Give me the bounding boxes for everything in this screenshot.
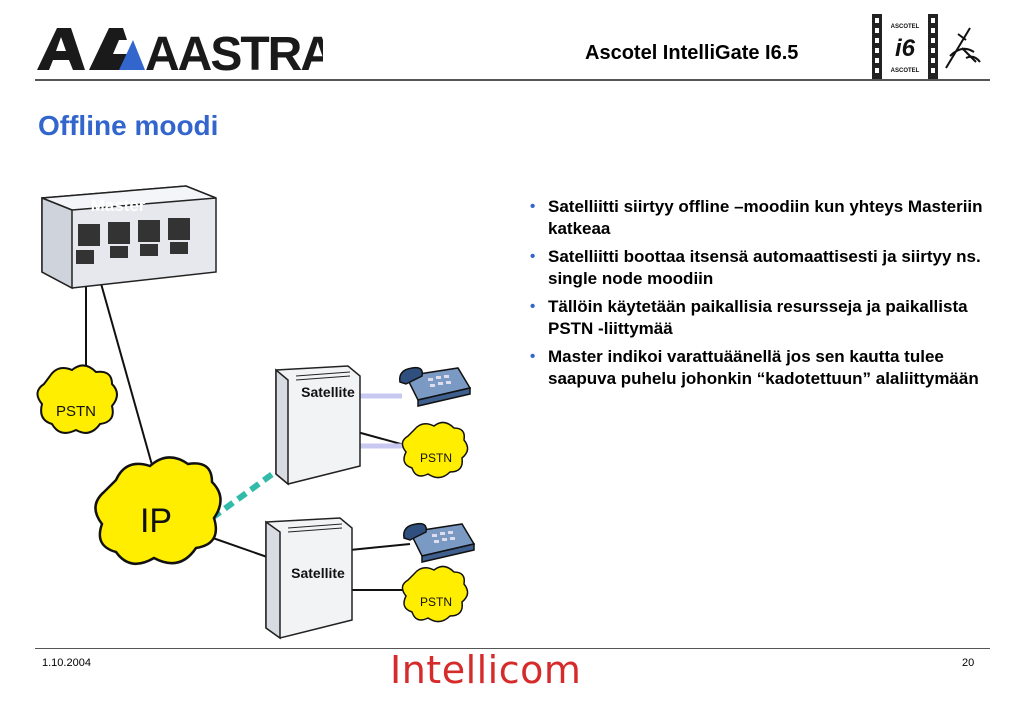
bullet-item: • Satelliitti boottaa itsensä automaattis…	[524, 246, 994, 290]
pstn-left-label: PSTN	[56, 403, 96, 420]
product-title: Ascotel IntelliGate I6.5	[585, 42, 799, 64]
ip-cloud: IP	[94, 456, 222, 565]
network-diagram: Master PSTN IP Satellite Satellite	[36, 185, 476, 640]
satellite-bottom-unit: Satellite	[265, 517, 353, 640]
bullet-item: • Satelliitti siirtyy offline –moodiin ku…	[524, 196, 994, 240]
i6-badge-icon: ASCOTEL i6 ASCOTEL	[872, 14, 938, 80]
satellite-top-label: Satellite	[301, 384, 355, 400]
bullet-list: • Satelliitti siirtyy offline –moodiin ku…	[524, 196, 994, 396]
bullet-dot-icon: •	[530, 348, 536, 365]
bullet-dot-icon: •	[530, 298, 536, 315]
connection-lines	[85, 279, 431, 591]
intellicom-logo: Intellicom	[390, 648, 582, 692]
pstn-cloud-left: PSTN	[36, 364, 118, 434]
phone-icon-top	[399, 366, 472, 407]
satellite-dish-icon	[945, 27, 981, 69]
satellite-bottom-label: Satellite	[291, 565, 345, 581]
bullet-text: Satelliitti siirtyy offline –moodiin kun…	[548, 197, 983, 238]
badge-main-text: i6	[895, 35, 916, 62]
bullet-text: Satelliitti boottaa itsensä automaattise…	[548, 247, 981, 288]
badge-top-text: ASCOTEL	[891, 24, 920, 30]
bullet-text: Tällöin käytetään paikallisia resursseja…	[548, 297, 968, 338]
master-unit: Master	[41, 185, 217, 290]
bullet-dot-icon: •	[530, 248, 536, 265]
pstn-right-top-label: PSTN	[420, 451, 452, 465]
bullet-item: • Tällöin käytetään paikallisia resurssej…	[524, 296, 994, 340]
badge-bottom-text: ASCOTEL	[891, 68, 920, 74]
broken-ip-link	[210, 467, 280, 521]
pstn-cloud-right-bottom: PSTN	[401, 565, 469, 623]
phone-icon-bottom	[403, 522, 476, 563]
ip-label: IP	[140, 502, 172, 540]
page-number: 20	[962, 657, 975, 669]
footer-divider	[35, 648, 990, 649]
bullet-dot-icon: •	[530, 198, 536, 215]
logo-text: AASTRA	[145, 28, 323, 76]
pstn-right-bottom-label: PSTN	[420, 595, 452, 609]
slide-title: Offline moodi	[38, 110, 219, 141]
master-label: Master	[91, 196, 146, 215]
satellite-top-unit: Satellite	[275, 365, 361, 486]
pstn-cloud-right-top: PSTN	[401, 421, 469, 479]
bullet-text: Master indikoi varattuäänellä jos sen ka…	[548, 347, 979, 388]
header-divider	[35, 79, 990, 81]
footer-date: 1.10.2004	[42, 657, 91, 669]
aastra-logo: AASTRA	[37, 28, 323, 76]
bullet-item: • Master indikoi varattuäänellä jos sen k…	[524, 346, 994, 390]
